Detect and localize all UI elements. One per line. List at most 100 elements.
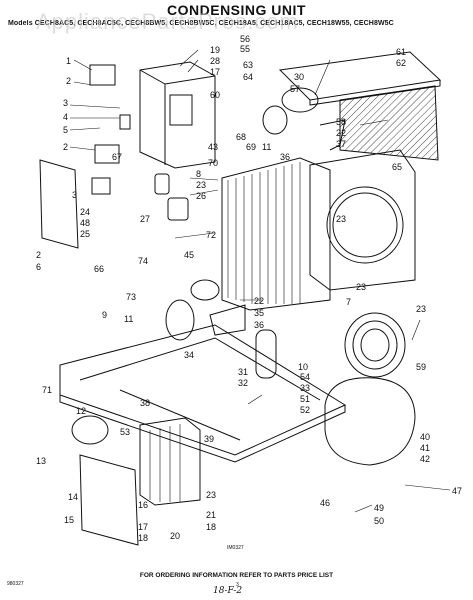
callout-41: 41 [420, 443, 430, 453]
base-pan-part [59, 324, 347, 456]
callout-2: 2 [36, 250, 41, 260]
callout-23: 23 [356, 282, 366, 292]
callout-62: 62 [396, 58, 406, 68]
callout-74: 74 [138, 256, 148, 266]
callout-35: 35 [254, 308, 264, 318]
callout-23: 23 [336, 214, 346, 224]
callout-33: 33 [300, 383, 310, 393]
callout-14: 14 [68, 492, 78, 502]
fan-shroud-part [309, 149, 416, 291]
callout-36: 36 [280, 152, 290, 162]
control-box-part [139, 61, 216, 169]
callout-13: 13 [36, 456, 46, 466]
callout-19: 19 [210, 45, 220, 55]
callout-2: 2 [63, 142, 68, 152]
callout-20: 20 [170, 531, 180, 541]
callout-17: 17 [138, 522, 148, 532]
callout-11: 11 [262, 142, 271, 152]
callout-15: 15 [64, 515, 74, 525]
access-panel-part [39, 159, 79, 249]
callout-28: 28 [210, 56, 220, 66]
callout-1: 1 [66, 56, 71, 66]
callout-11: 11 [124, 314, 133, 324]
callout-61: 61 [396, 47, 406, 57]
callout-47: 47 [452, 486, 462, 496]
callout-54: 54 [300, 372, 310, 382]
callout-55: 55 [240, 44, 250, 54]
callout-68: 68 [236, 132, 246, 142]
callout-42: 42 [420, 454, 430, 464]
callout-53: 53 [120, 427, 130, 437]
tubing-coil-part [344, 312, 406, 378]
callout-12: 12 [76, 406, 86, 416]
callout-18: 18 [138, 533, 148, 543]
callout-70: 70 [208, 158, 218, 168]
callout-6: 6 [36, 262, 41, 272]
capacitor-part [154, 173, 170, 195]
callout-48: 48 [80, 218, 90, 228]
callout-34: 34 [184, 350, 194, 360]
callout-16: 16 [138, 500, 148, 510]
accumulator-part [255, 329, 277, 379]
fan-motor-part [281, 87, 319, 113]
callout-38: 38 [140, 398, 150, 408]
watermark-logo: AppliancePartsPros.com [36, 9, 299, 34]
callout-10: 10 [298, 362, 308, 372]
callout-46: 46 [320, 498, 330, 508]
callout-64: 64 [243, 72, 253, 82]
callout-50: 50 [374, 516, 384, 526]
callout-66: 66 [94, 264, 104, 274]
callout-5: 5 [63, 125, 68, 135]
ordering-note: FOR ORDERING INFORMATION REFER TO PARTS … [139, 572, 334, 579]
callout-23: 23 [196, 180, 206, 190]
callout-21: 21 [206, 510, 216, 520]
callout-9: 9 [102, 310, 107, 320]
page-title: CONDENSING UNIT [167, 2, 306, 18]
drawing-code-center: IM0327 [227, 545, 244, 551]
drawing-code-left: 980327 [7, 581, 24, 587]
callout-43: 43 [208, 142, 218, 152]
callout-31: 31 [238, 367, 248, 377]
callout-58: 58 [336, 117, 346, 127]
lower-fan-motor-part [190, 279, 220, 301]
fan-grille-part [339, 85, 439, 161]
callout-23: 23 [206, 490, 216, 500]
callout-49: 49 [374, 503, 384, 513]
evaporator-part [139, 417, 201, 506]
callout-2: 2 [66, 76, 71, 86]
callout-7: 7 [346, 297, 351, 307]
page-number: 3 [236, 582, 239, 588]
terminal-block-part [89, 64, 116, 86]
callout-17: 17 [210, 67, 220, 77]
callout-25: 25 [80, 229, 90, 239]
callout-3: 3 [63, 98, 68, 108]
callout-30: 30 [294, 72, 304, 82]
callout-37: 37 [336, 139, 346, 149]
callout-8: 8 [196, 169, 201, 179]
callout-69: 69 [246, 142, 256, 152]
callout-22: 22 [254, 296, 264, 306]
callout-63: 63 [243, 60, 253, 70]
callout-56: 56 [240, 34, 250, 44]
callout-32: 32 [238, 378, 248, 388]
callout-45: 45 [184, 250, 194, 260]
callout-18: 18 [206, 522, 216, 532]
callout-73: 73 [126, 292, 136, 302]
duct-panel-part [79, 454, 139, 546]
callout-65: 65 [392, 162, 402, 172]
callout-40: 40 [420, 432, 430, 442]
callout-60: 60 [210, 90, 220, 100]
callout-59: 59 [416, 362, 426, 372]
handwritten-note: 18-F-2 [213, 586, 243, 596]
callout-3: 3 [72, 190, 77, 200]
compressor-part [324, 377, 416, 466]
callout-67: 67 [112, 152, 122, 162]
callout-36: 36 [254, 320, 264, 330]
callout-22: 22 [336, 128, 346, 138]
callout-26: 26 [196, 191, 206, 201]
callout-51: 51 [300, 394, 310, 404]
callout-27: 27 [140, 214, 150, 224]
callout-52: 52 [300, 405, 310, 415]
